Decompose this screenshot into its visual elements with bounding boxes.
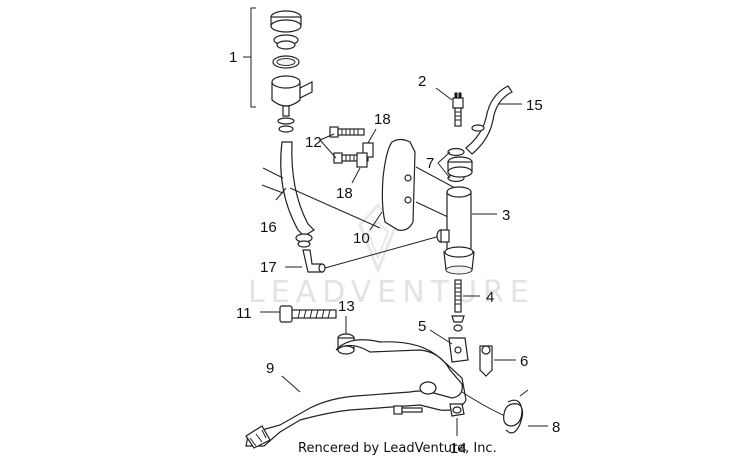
callout-15: 15 [526,97,543,114]
callout-17: 17 [260,259,277,276]
callout-5: 5 [418,318,426,335]
watermark-text: LEADVENTURE [248,275,535,310]
master-cylinder[interactable] [436,156,475,275]
callout-6: 6 [520,353,528,370]
return-spring[interactable] [461,389,529,434]
push-rod[interactable] [451,279,465,332]
callout-10: 10 [353,230,370,247]
callout-3: 3 [502,207,510,224]
hose-clamp[interactable] [295,233,313,248]
callout-2: 2 [418,73,426,90]
clevis[interactable] [448,337,469,363]
mounting-bracket[interactable] [381,138,416,231]
callout-1: 1 [229,49,237,66]
callout-9: 9 [266,360,274,377]
stop-bolt[interactable] [393,403,465,417]
callout-18-upper: 18 [374,111,391,128]
elbow-fitting[interactable] [302,249,326,273]
brake-light-switch[interactable] [452,92,464,127]
callout-11: 11 [236,305,252,322]
callout-12: 12 [305,134,322,151]
pivot-bolt[interactable] [279,305,337,323]
brake-hose[interactable] [280,141,315,237]
callout-7: 7 [426,155,434,172]
callout-14: 14 [450,440,467,457]
reservoir-assembly[interactable] [270,10,313,133]
callout-13: 13 [338,298,355,315]
callout-18-lower: 18 [336,185,353,202]
callout-16: 16 [260,219,277,236]
brake-line[interactable] [465,85,513,155]
clevis-pin[interactable] [479,345,493,377]
mounting-bolt-lower[interactable] [333,152,369,164]
callout-8: 8 [552,419,560,436]
mounting-bolt-upper[interactable] [329,126,365,138]
credit-text: Rencered by LeadVenture, Inc. [298,441,497,456]
spacer-lower[interactable] [356,152,368,168]
brake-pedal[interactable] [245,339,467,447]
callout-4: 4 [486,289,494,306]
